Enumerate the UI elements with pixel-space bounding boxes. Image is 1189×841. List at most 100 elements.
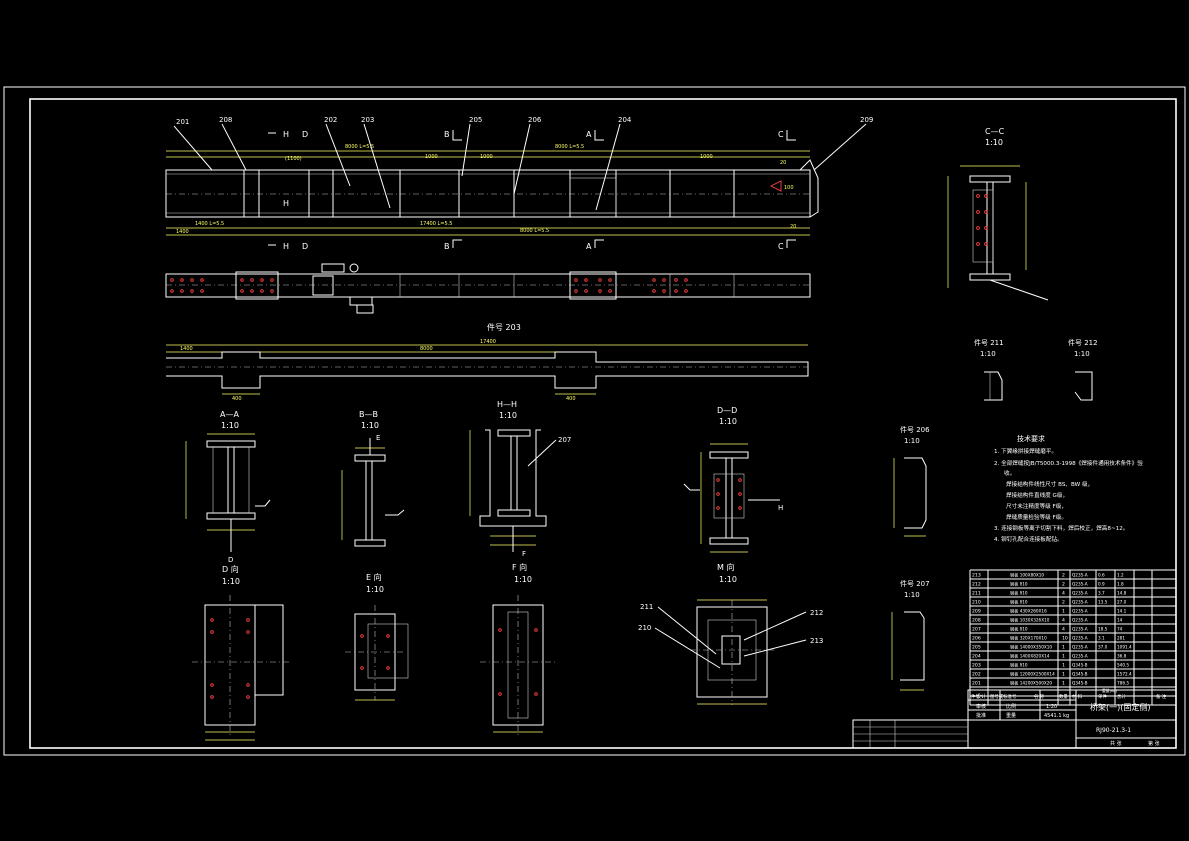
bom-row-5-qty: 4 (1062, 618, 1065, 624)
bom-row-12-name: 钢板 14200X500X20 (1010, 680, 1052, 687)
section-cc-title: C—C (985, 127, 1005, 136)
bom-row-1-no: 212 (972, 582, 981, 588)
label-211-m: 211 (640, 603, 653, 611)
label-205: 205 (469, 116, 482, 124)
bom-row-2-material: Q235-A (1072, 591, 1088, 596)
view-e-title: E 向 (366, 572, 382, 582)
bom-row-0-unit: 0.6 (1098, 573, 1105, 578)
design-label: 设计 (976, 693, 986, 700)
bom-row-10-total: 540.5 (1117, 663, 1129, 668)
bom-row-9-qty: 1 (1062, 654, 1065, 660)
view-e: E 向 1:10 (345, 572, 409, 701)
bom-row-4-no: 209 (972, 609, 981, 615)
dim-203-b: 8000 (420, 346, 433, 352)
dim-203-a: 1400 (180, 346, 193, 352)
bom-row-3-qty: 2 (1062, 600, 1065, 606)
top-part-labels: 201 208 202 203 205 206 204 209 (176, 116, 873, 126)
bom-row-11-no: 202 (972, 672, 981, 678)
member-203-title: 件号 203 (487, 322, 521, 332)
member-203: 件号 203 1400 8000 17400 400 400 (166, 322, 809, 402)
svg-text:20: 20 (780, 160, 786, 166)
bom-row-12-no: 201 (972, 681, 981, 687)
check-label: 审核 (976, 703, 986, 710)
bom-row-9-material: Q235-A (1072, 654, 1088, 659)
bom-row-8-no: 205 (972, 645, 981, 651)
bom-row-0-material: Q235-A (1072, 573, 1088, 578)
dim-203-d: 400 (232, 396, 242, 402)
title-block: 桥架(一)(固定侧) RJ90-21.3-1 比例 1:20 重量 4541.1… (852, 689, 1177, 749)
bom-row-5-name: 钢板 1030X326X10 (1010, 617, 1050, 624)
main-elevation: 1400 L=5.5 17400 L=5.5 8000 L=5.5 1400 2… (165, 144, 819, 236)
part-212-scale: 1:10 (1074, 350, 1090, 358)
view-f: F 向 1:10 (480, 562, 555, 735)
mark-d-top: D (302, 130, 308, 139)
mark-h-mid: H (283, 199, 289, 208)
bom-row-5-total: 14 (1117, 618, 1123, 623)
notes-heading: 技术要求 (1017, 434, 1045, 443)
svg-text:100: 100 (784, 185, 794, 191)
part-206-title: 件号 206 (900, 425, 930, 434)
svg-text:8000 L=5.5: 8000 L=5.5 (345, 144, 374, 150)
label-209: 209 (860, 116, 873, 124)
bom-row-2-no: 211 (972, 591, 981, 597)
section-bb-title: B—B (359, 410, 378, 419)
bom-header-0: 件号 (971, 693, 980, 700)
section-aa: A—A 1:10 D (185, 410, 271, 564)
section-aa-title: A—A (220, 410, 239, 419)
bom-row-3-unit: 13.5 (1098, 600, 1108, 605)
section-bb: B—B 1:10 E (341, 410, 405, 547)
bom-header-2: 名 称 (1034, 693, 1045, 700)
note-1: 1. 下翼缘拼接焊缝磨平。 (994, 447, 1057, 455)
bom-row-12-total: 786.5 (1117, 681, 1129, 686)
bom-row-1-unit: 0.9 (1098, 582, 1105, 587)
mark-c-bottom: C (778, 242, 784, 251)
svg-text:1400: 1400 (176, 229, 189, 235)
bom-header-1: 图号或标准号 (990, 693, 1017, 700)
bom-row-2-total: 14.8 (1117, 591, 1127, 596)
section-hh: H—H 1:10 F 207 (469, 400, 571, 558)
sheet-number: 第 张 (1148, 740, 1160, 747)
note-2c: 焊接结构件线性尺寸 BS、BW 级， (1006, 480, 1093, 488)
bb-arrow-e: E (376, 434, 380, 442)
bom-row-8-total: 1091.4 (1117, 645, 1132, 650)
section-cc-scale: 1:10 (985, 138, 1003, 147)
note-2d: 焊接结构件直线度 G级， (1006, 491, 1068, 499)
dd-arrow-h: H (778, 504, 783, 512)
label-210-m: 210 (638, 624, 651, 632)
bom-row-12-material: Q345-B (1072, 681, 1088, 686)
note-4: 4. 铆钉孔配合连接板配钻。 (994, 535, 1063, 543)
part-207-scale: 1:10 (904, 591, 920, 599)
bom-row-8-name: 钢板 14000X350X10 (1010, 644, 1052, 651)
view-e-scale: 1:10 (366, 585, 384, 594)
bom-row-3-material: Q235-A (1072, 600, 1088, 605)
bom-header-3: 数量 (1059, 693, 1068, 700)
dim-203-e: 400 (566, 396, 576, 402)
part-212-title: 件号 212 (1068, 338, 1098, 347)
aa-arrow-d: D (228, 556, 233, 564)
top-leaders (173, 123, 867, 211)
view-d-scale: 1:10 (222, 577, 240, 586)
bom-row-7-unit: 3.1 (1098, 636, 1105, 641)
label-206: 206 (528, 116, 542, 124)
mark-d-bottom: D (302, 242, 308, 251)
bom-row-1-material: Q235-A (1072, 582, 1088, 587)
section-cc: C—C 1:10 (947, 127, 1049, 301)
sheet-total: 共 张 (1110, 740, 1122, 747)
tech-notes: 技术要求 1. 下翼缘拼接焊缝磨平。 2. 全部焊缝按JB/T5000.3-19… (994, 434, 1143, 543)
bom-row-11-qty: 1 (1062, 672, 1065, 678)
label-203: 203 (361, 116, 374, 124)
view-m: M 向 1:10 211 210 212 213 (638, 562, 823, 705)
scale-value: 1:20 (1046, 704, 1057, 710)
bom-row-6-material: Q235-A (1072, 627, 1088, 632)
bom-row-7-no: 206 (972, 636, 981, 642)
section-markers: H H D D B B A A C C H (268, 130, 796, 251)
label-208: 208 (219, 116, 232, 124)
bom-row-6-no: 207 (972, 627, 981, 633)
bom-row-10-no: 203 (972, 663, 981, 669)
label-213-m: 213 (810, 637, 823, 645)
bom-row-11-material: Q345-B (1072, 672, 1088, 677)
mark-a-top: A (586, 130, 592, 139)
section-aa-scale: 1:10 (221, 421, 239, 430)
svg-text:17400 L=5.5: 17400 L=5.5 (420, 221, 452, 227)
